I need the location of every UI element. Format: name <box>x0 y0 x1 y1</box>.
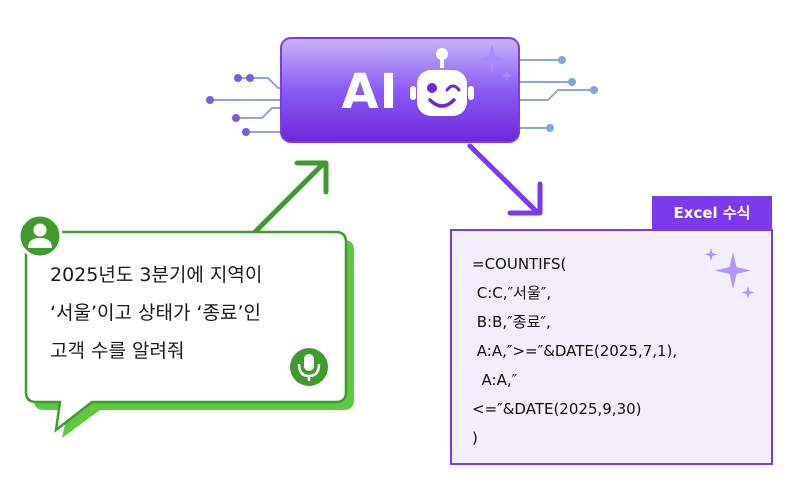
formula-line: B:B,″종료″, <box>472 313 551 331</box>
excel-panel <box>450 229 773 465</box>
ai-label: AI <box>341 64 399 120</box>
microphone-icon <box>290 348 328 386</box>
excel-formula-text: =COUNTIFS( C:C,″서울″, B:B,″종료″, A:A,″>=″&… <box>472 250 762 453</box>
formula-line: =COUNTIFS( <box>472 255 567 273</box>
user-avatar-icon <box>17 213 63 259</box>
circuit-nodes-left <box>206 74 254 136</box>
circuit-nodes-right <box>546 56 598 132</box>
user-prompt-text: 2025년도 3분기에 지역이 ‘서울’이고 상태가 ‘종료’인 고객 수를 알… <box>50 256 340 370</box>
prompt-line: ‘서울’이고 상태가 ‘종료’인 <box>50 302 262 324</box>
formula-line: A:A,″>=″&DATE(2025,7,1), <box>472 342 678 360</box>
formula-line: A:A,″ <box>472 371 518 389</box>
sparkle-panel-icon <box>704 248 755 299</box>
formula-line: C:C,″서울″, <box>472 284 552 302</box>
formula-line: ) <box>472 429 478 447</box>
formula-line: <=″&DATE(2025,9,30) <box>472 400 642 418</box>
circuit-lines-left <box>212 77 282 133</box>
arrow-to-excel <box>467 143 543 216</box>
ai-box <box>280 37 520 143</box>
sparkle-icon <box>477 44 513 81</box>
circuit-lines-right <box>520 59 592 129</box>
prompt-line: 고객 수를 알려줘 <box>50 340 185 362</box>
arrow-to-ai <box>252 160 329 235</box>
excel-formula-tag: Excel 수식 <box>652 196 772 230</box>
prompt-line: 2025년도 3분기에 지역이 <box>50 264 263 286</box>
robot-icon <box>410 48 474 116</box>
user-speech-bubble <box>24 230 354 438</box>
